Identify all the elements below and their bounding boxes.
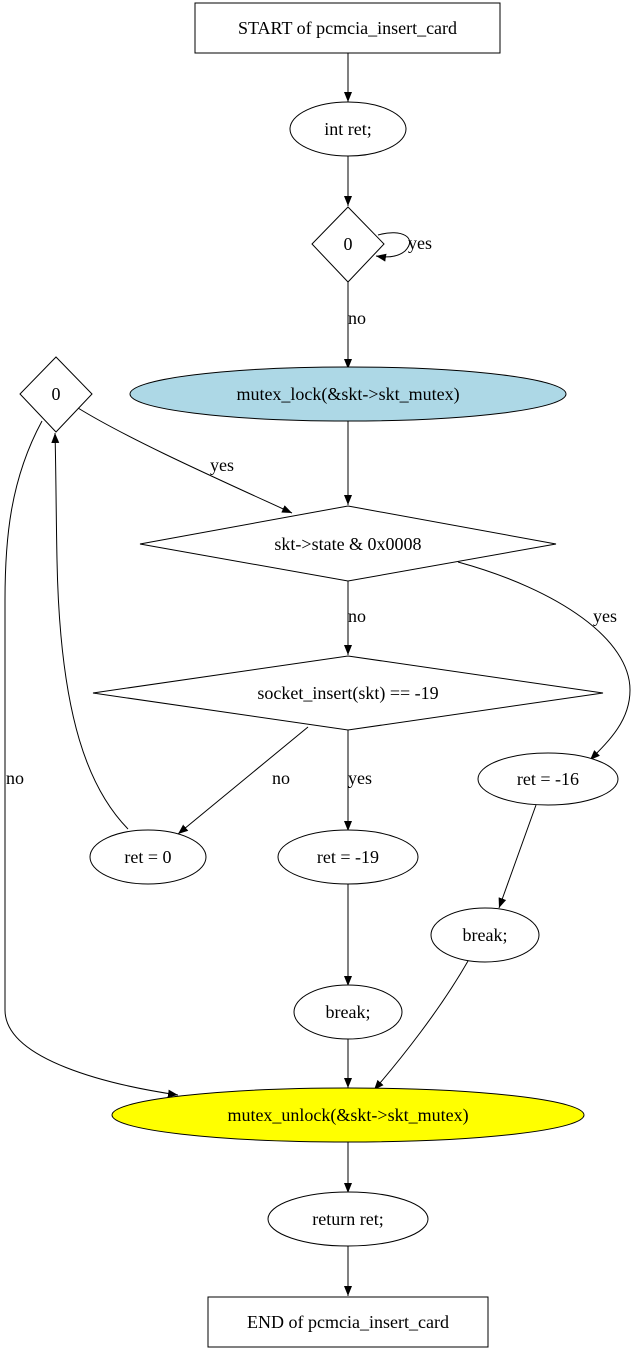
node-insert-check-label: socket_insert(skt) == -19	[257, 683, 438, 704]
node-ret19: ret = -19	[277, 829, 419, 885]
node-loop-side: 0	[19, 356, 93, 433]
node-break-a: break;	[430, 907, 540, 963]
node-unlock: mutex_unlock(&skt->skt_mutex)	[111, 1087, 585, 1143]
edge-loopside-unlock	[4, 420, 179, 1098]
node-lock: mutex_lock(&skt->skt_mutex)	[129, 366, 567, 422]
edge-label-loop-yes: yes	[408, 233, 432, 253]
node-start: START of pcmcia_insert_card	[194, 2, 501, 54]
node-start-label: START of pcmcia_insert_card	[238, 18, 457, 38]
node-loop-top-label: 0	[344, 234, 353, 254]
node-loop-side-label: 0	[52, 384, 61, 404]
node-unlock-label: mutex_unlock(&skt->skt_mutex)	[227, 1105, 468, 1126]
node-retzero: ret = 0	[89, 829, 207, 885]
edge-breaka-unlock	[373, 960, 469, 1091]
edge-state-ret16	[457, 561, 631, 761]
edge-loopside-state	[77, 407, 293, 514]
node-state-check-label: skt->state & 0x0008	[274, 534, 421, 554]
edge-label-state-yes: yes	[593, 606, 617, 626]
edge-retzero-loopside	[51, 432, 129, 830]
node-decl: int ret;	[289, 101, 407, 157]
node-break-b: break;	[293, 984, 403, 1040]
node-ret19-label: ret = -19	[317, 847, 379, 867]
node-state-check: skt->state & 0x0008	[139, 505, 557, 582]
node-ret16-label: ret = -16	[517, 769, 579, 789]
edge-label-insert-yes: yes	[348, 768, 372, 788]
edge-labels: yes no yes no yes no yes no	[6, 233, 617, 788]
node-break-b-label: break;	[326, 1002, 371, 1022]
edge-label-loopside-no: no	[6, 768, 24, 788]
edge-label-insert-no: no	[272, 768, 290, 788]
node-end: END of pcmcia_insert_card	[207, 1296, 489, 1348]
edge-ret16-break	[498, 804, 537, 909]
node-loop-top: 0	[311, 206, 385, 283]
node-insert-check: socket_insert(skt) == -19	[92, 655, 604, 731]
node-ret16: ret = -16	[477, 752, 619, 806]
edge-loop-self	[375, 232, 411, 262]
edge-label-state-no: no	[348, 606, 366, 626]
edge-insert-retzero	[177, 726, 309, 835]
edge-label-loopside-yes: yes	[210, 455, 234, 475]
node-lock-label: mutex_lock(&skt->skt_mutex)	[236, 384, 459, 405]
node-end-label: END of pcmcia_insert_card	[247, 1312, 449, 1332]
edges	[4, 53, 631, 1296]
node-decl-label: int ret;	[324, 119, 372, 139]
node-retzero-label: ret = 0	[124, 847, 171, 867]
node-return: return ret;	[267, 1191, 429, 1247]
edge-label-loop-no: no	[348, 308, 366, 328]
node-break-a-label: break;	[463, 925, 508, 945]
node-return-label: return ret;	[312, 1209, 383, 1229]
